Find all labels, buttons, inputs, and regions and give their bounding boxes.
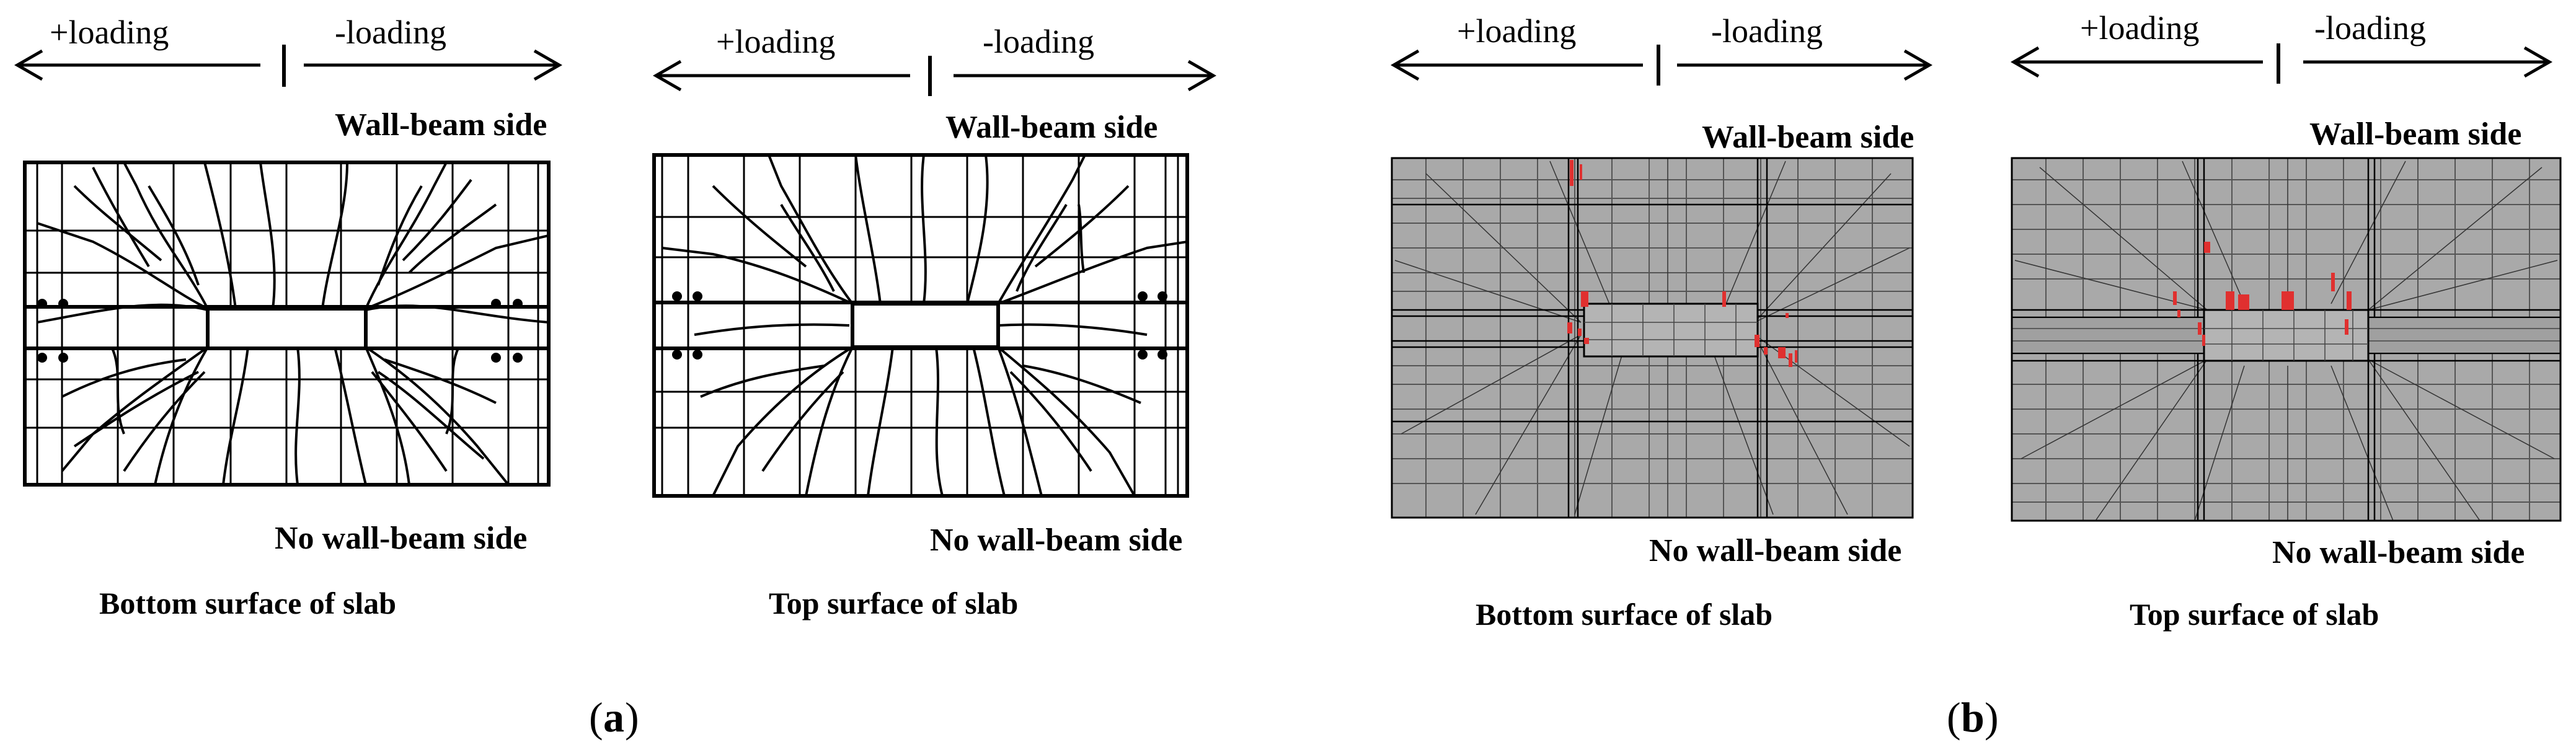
plus-loading-label: +loading bbox=[2080, 9, 2199, 46]
surface-label: Top surface of slab bbox=[2130, 597, 2379, 632]
reinforcement-dots bbox=[672, 291, 1167, 360]
caption-open-paren: ( bbox=[1947, 694, 1961, 741]
no-wall-beam-side-label: No wall-beam side bbox=[2272, 535, 2525, 570]
caption-close-paren: ) bbox=[625, 694, 639, 741]
minus-loading-label: -loading bbox=[1711, 12, 1823, 50]
panel-a-bottom-surface: +loading -loading Wall-beam side bbox=[14, 14, 563, 620]
crack-pattern bbox=[662, 155, 1187, 496]
column-opening bbox=[851, 302, 1000, 349]
surface-label: Bottom surface of slab bbox=[1476, 597, 1773, 632]
no-wall-beam-side-label: No wall-beam side bbox=[1649, 533, 1901, 568]
reinforcement-dots bbox=[37, 299, 523, 363]
loading-arrows bbox=[1390, 45, 1933, 86]
wall-beam-side-label: Wall-beam side bbox=[945, 110, 1157, 145]
no-wall-beam-side-label: No wall-beam side bbox=[275, 521, 527, 556]
fe-mesh bbox=[2012, 158, 2561, 521]
surface-label: Bottom surface of slab bbox=[99, 586, 396, 620]
crack-pattern bbox=[37, 162, 549, 485]
caption-close-paren: ) bbox=[1985, 694, 1999, 741]
caption-letter: b bbox=[1961, 694, 1985, 741]
loading-arrows bbox=[2010, 43, 2553, 84]
panel-c-fe-bottom-surface: +loading -loading Wall-beam side bbox=[1390, 12, 1933, 632]
plus-loading-label: +loading bbox=[50, 14, 169, 51]
plus-loading-label: +loading bbox=[1457, 12, 1576, 50]
caption-open-paren: ( bbox=[589, 694, 603, 741]
column-opening bbox=[206, 307, 368, 350]
fe-boundary bbox=[1391, 157, 1914, 519]
damage-marks bbox=[2173, 242, 2352, 346]
wall-beam-side-label: Wall-beam side bbox=[335, 107, 547, 143]
panel-b-top-surface: +loading -loading Wall-beam side bbox=[652, 23, 1217, 620]
caption-letter: a bbox=[603, 694, 624, 741]
wall-beam-side-label: Wall-beam side bbox=[1702, 120, 1914, 155]
slab-grid bbox=[23, 161, 551, 487]
surface-label: Top surface of slab bbox=[769, 586, 1018, 620]
loading-arrows bbox=[14, 45, 563, 87]
plus-loading-label: +loading bbox=[716, 23, 835, 60]
panel-d-fe-top-surface: +loading -loading Wall-beam side bbox=[2010, 9, 2562, 632]
loading-arrows bbox=[652, 56, 1217, 96]
fe-mesh bbox=[1392, 158, 1913, 518]
fe-boundary bbox=[2011, 157, 2562, 522]
caption-a: ( a ) bbox=[589, 694, 639, 741]
no-wall-beam-side-label: No wall-beam side bbox=[930, 523, 1182, 558]
minus-loading-label: -loading bbox=[335, 14, 446, 51]
damage-marks bbox=[1567, 160, 1797, 367]
minus-loading-label: -loading bbox=[983, 23, 1094, 60]
caption-b: ( b ) bbox=[1947, 694, 1999, 741]
minus-loading-label: -loading bbox=[2314, 9, 2426, 46]
wall-beam-side-label: Wall-beam side bbox=[2309, 117, 2521, 152]
